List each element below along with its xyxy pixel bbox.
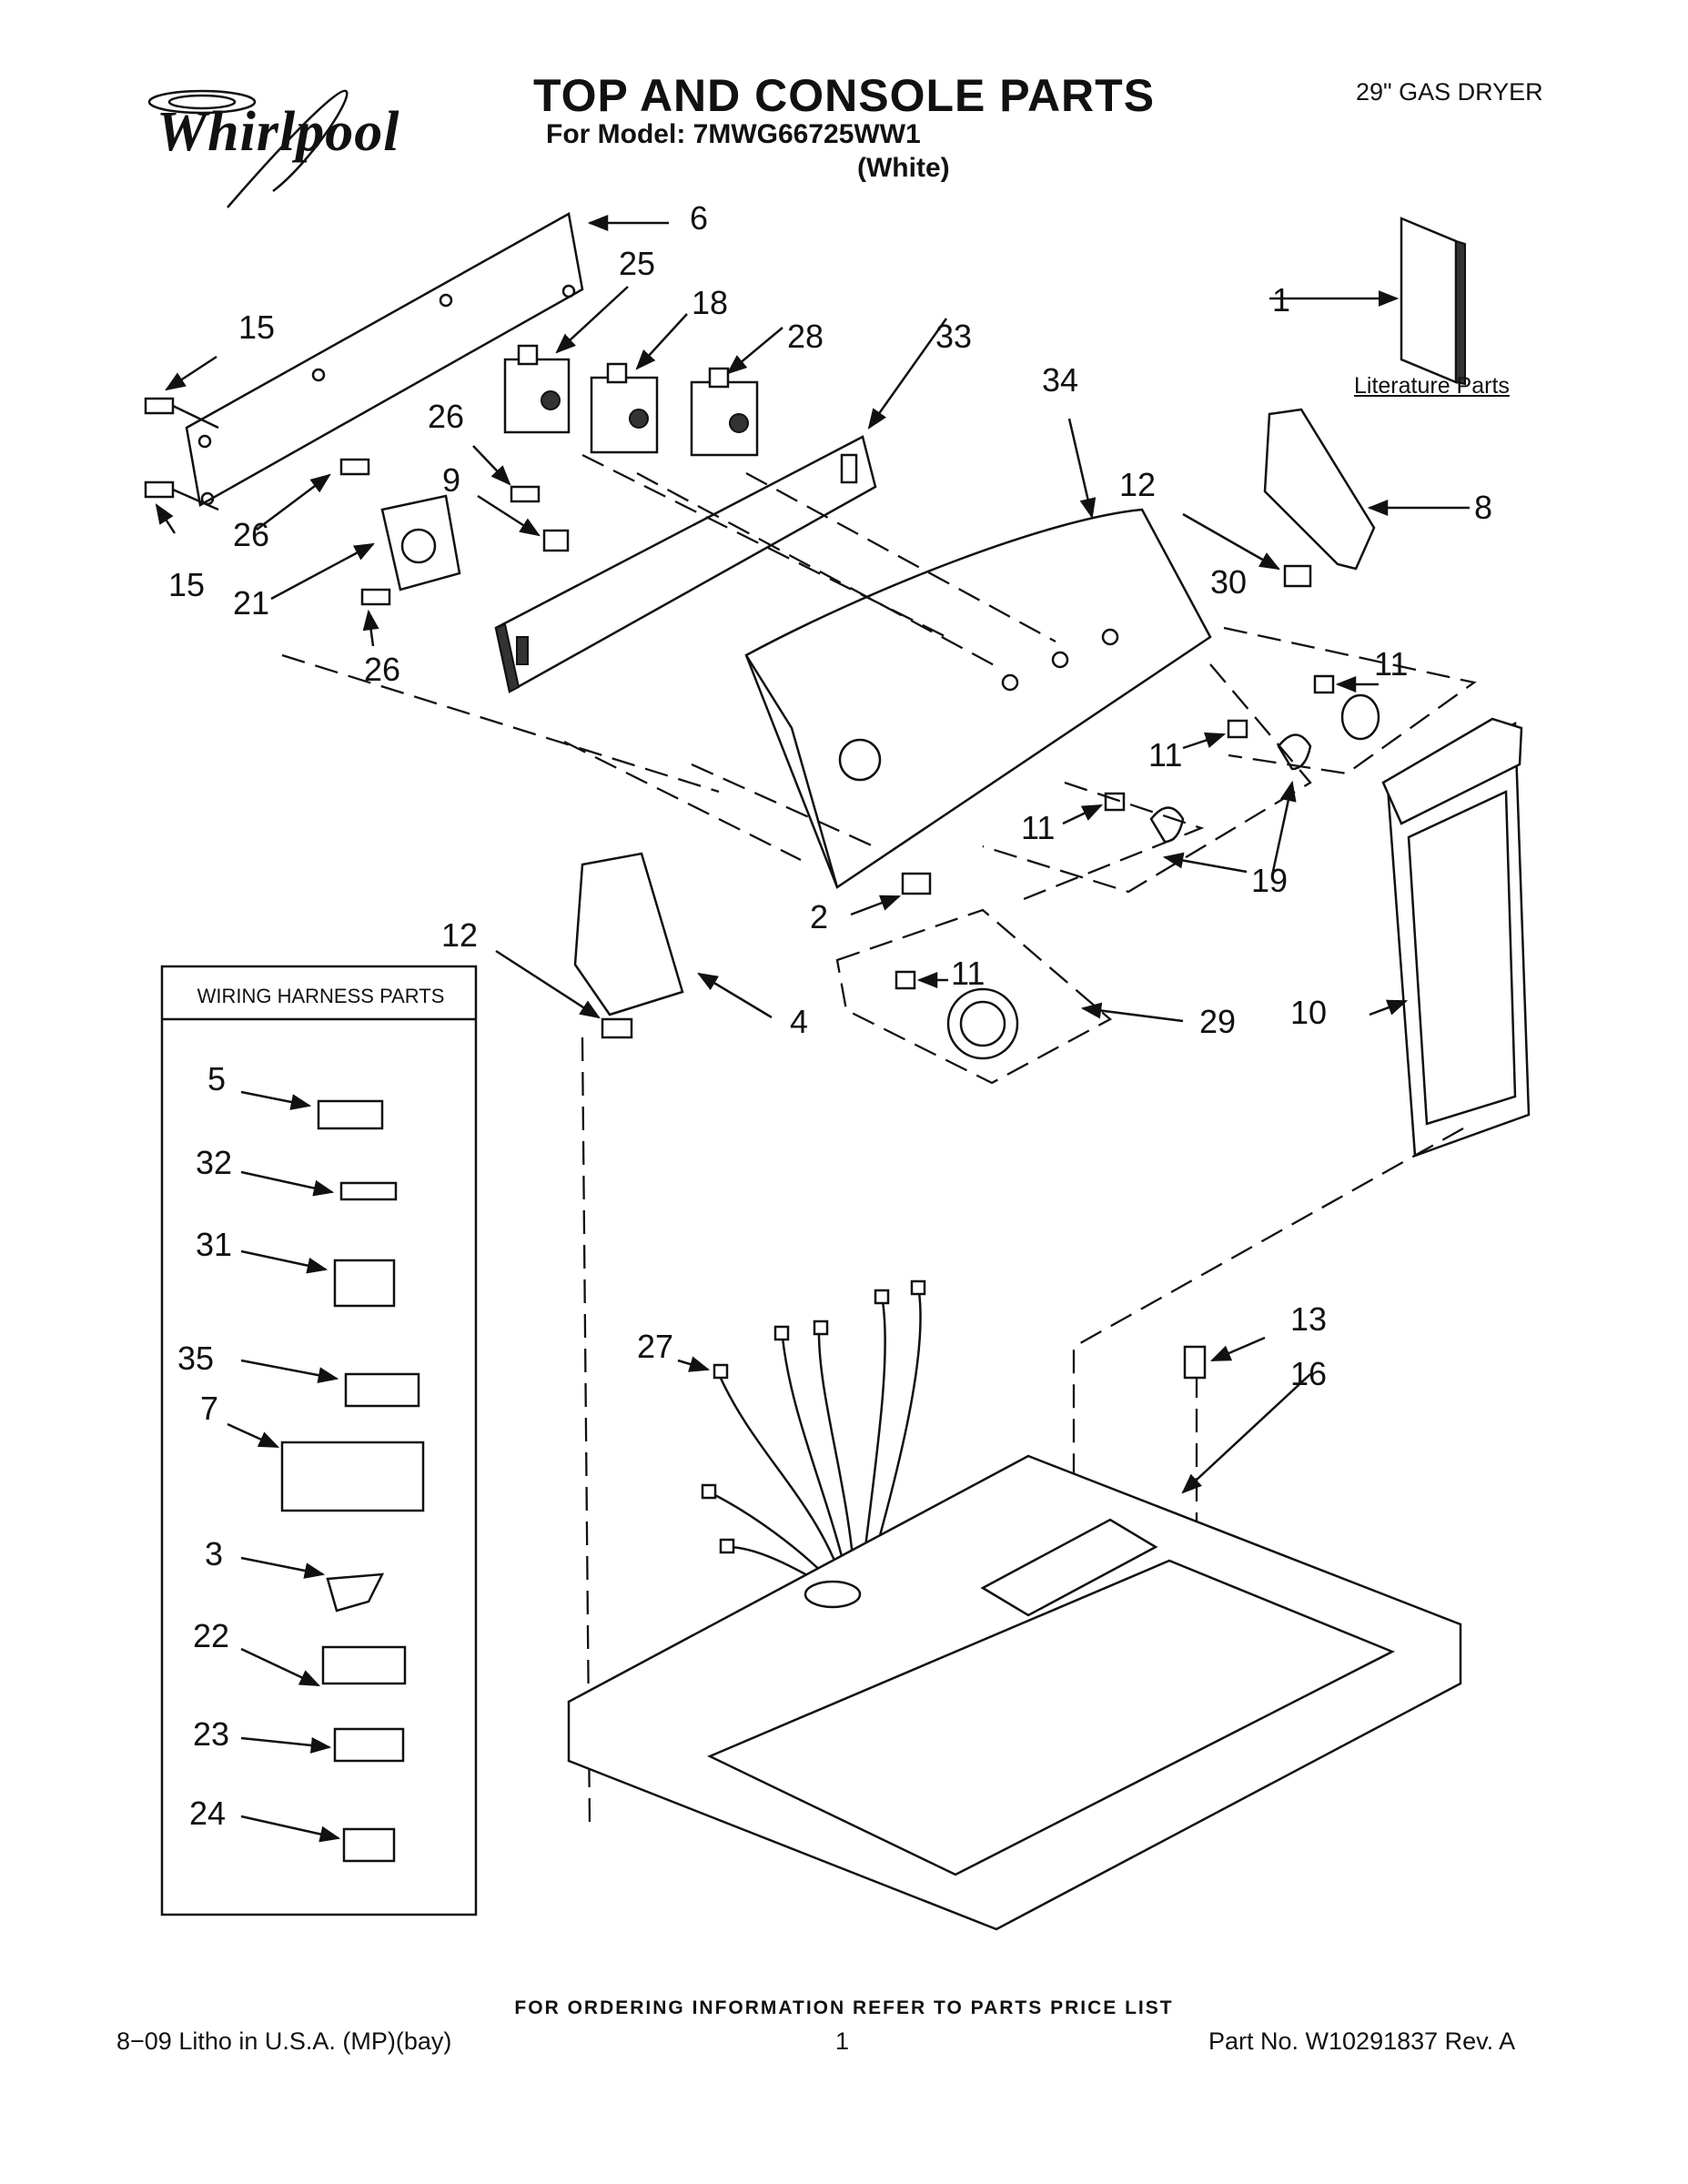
callout-1: 1 [1272, 281, 1291, 318]
callout-25: 25 [619, 245, 656, 282]
footer-ordering-note: FOR ORDERING INFORMATION REFER TO PARTS … [514, 1997, 1174, 2018]
callout-10: 10 [1290, 994, 1328, 1031]
callout-26-c: 26 [364, 651, 401, 688]
callout-11-d: 11 [951, 955, 986, 992]
callout-23: 23 [193, 1715, 230, 1753]
wiring-harness-title: WIRING HARNESS PARTS [197, 985, 445, 1007]
part-25-switch [503, 286, 629, 434]
callout-15-bottom: 15 [168, 566, 206, 603]
part-10-lint-filter [1369, 717, 1531, 1158]
harness-part-23 [240, 1727, 405, 1763]
part-8-endcap [1263, 408, 1470, 571]
callout-35: 35 [177, 1340, 215, 1377]
callout-32: 32 [196, 1144, 233, 1181]
callout-26-a: 26 [428, 398, 465, 435]
callout-9: 9 [442, 461, 461, 499]
harness-part-5 [240, 1090, 384, 1130]
callout-12-top: 12 [1119, 466, 1157, 503]
part-34-console [744, 418, 1212, 889]
callout-11-b: 11 [1148, 736, 1183, 774]
callout-2: 2 [810, 898, 829, 935]
part-28-switch [690, 327, 783, 457]
callout-12-bottom: 12 [441, 916, 479, 954]
callout-31: 31 [196, 1226, 233, 1263]
part-6-bracket [185, 212, 669, 507]
callout-5: 5 [207, 1060, 227, 1097]
whirlpool-logo-swirl [147, 89, 349, 208]
callout-22: 22 [193, 1617, 230, 1654]
part-21-timer [270, 494, 461, 601]
part-18-switch [590, 313, 688, 454]
part-1-literature [1269, 217, 1466, 386]
callout-7: 7 [200, 1390, 219, 1427]
harness-part-7 [227, 1422, 425, 1512]
part-12-clip [495, 949, 633, 1039]
literature-parts-label: Literature Parts [1354, 373, 1510, 399]
callout-13: 13 [1290, 1300, 1328, 1338]
callout-18: 18 [692, 284, 729, 321]
harness-part-35 [240, 1359, 420, 1408]
callout-34: 34 [1042, 361, 1079, 399]
callout-8: 8 [1474, 489, 1493, 526]
callout-33: 33 [935, 318, 973, 355]
callout-19: 19 [1251, 862, 1289, 899]
callout-30: 30 [1210, 563, 1248, 601]
part-19-knobs [1149, 693, 1380, 876]
part-15-screws [144, 355, 219, 534]
wiring-harness-box [160, 965, 478, 1916]
part-4-endcap [573, 852, 773, 1019]
harness-part-32 [240, 1170, 398, 1201]
part-16-top-panel [567, 1373, 1462, 1931]
callout-15-top: 15 [238, 308, 276, 346]
callout-29: 29 [1199, 1003, 1237, 1040]
callout-26-b: 26 [233, 516, 270, 553]
page-title: TOP AND CONSOLE PARTS [532, 70, 1156, 121]
callout-3: 3 [205, 1535, 224, 1572]
part-30-clip [1182, 512, 1312, 588]
part-9-clip [477, 494, 570, 552]
part-29-knob [946, 987, 1184, 1060]
harness-part-3 [240, 1556, 385, 1613]
harness-part-31 [240, 1249, 396, 1308]
brand-logo: Whirlpool [157, 101, 400, 163]
harness-part-22 [240, 1645, 407, 1687]
callout-4: 4 [790, 1003, 809, 1040]
callout-27: 27 [637, 1328, 674, 1365]
part-33-console-panel [494, 318, 948, 693]
part-11-springs [895, 674, 1379, 990]
part-26-screws [256, 445, 541, 647]
callout-6: 6 [690, 199, 709, 237]
callout-21: 21 [233, 584, 270, 622]
part-13-screw [1183, 1336, 1266, 1380]
color-line: (White) [857, 153, 950, 183]
footer-page-number: 1 [835, 2027, 850, 2055]
callout-28: 28 [787, 318, 824, 355]
harness-part-24 [240, 1815, 396, 1863]
footer-part-number: Part No. W10291837 Rev. A [1208, 2027, 1516, 2055]
model-line: For Model: 7MWG66725WW1 [546, 119, 921, 149]
product-label: 29" GAS DRYER [1356, 78, 1543, 106]
callout-11-c: 11 [1021, 809, 1056, 846]
callout-24: 24 [189, 1795, 227, 1832]
part-2-screw [850, 872, 932, 916]
footer-litho: 8−09 Litho in U.S.A. (MP)(bay) [116, 2027, 452, 2055]
callout-16: 16 [1290, 1355, 1328, 1392]
callout-11-a: 11 [1374, 645, 1409, 682]
